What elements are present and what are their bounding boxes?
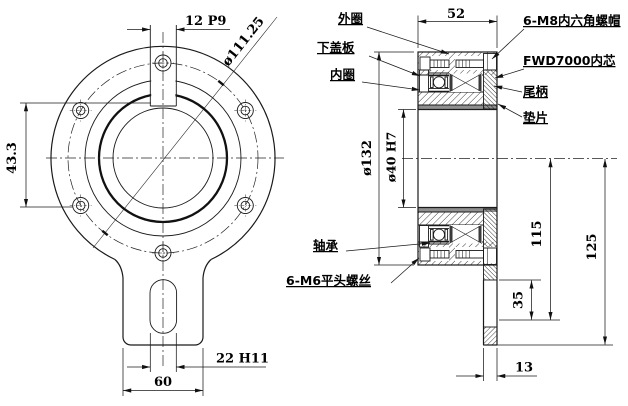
bolt-hole [234,99,257,122]
cover-plate-top-hatch [418,92,484,105]
core-top [448,73,483,93]
dim-bolt-circle-text: ø111.25 [220,14,268,69]
tail-shank-top-hatch [483,70,497,109]
ball-bearing-bottom [429,225,449,245]
dim-outer-dia-text: ø132 [360,140,375,176]
leader-flat-screw [390,257,420,284]
leader-tail [493,85,523,93]
label-inner-ring: 内圈 [330,67,355,82]
dim-tab-width-text: 60 [154,375,172,390]
label-hex-nut: 6-M8内六角螺帽 [523,13,621,28]
bolt-hole [69,99,92,122]
dim-height-115-text: 115 [530,220,545,247]
core-bottom [448,224,483,244]
leader-washer [497,103,523,118]
dim-step-35: 35 [499,279,541,320]
leader-hex-nut [491,28,525,60]
socket-bolt-top-right [455,53,497,71]
washer-top [418,105,497,110]
front-view: 12 P9 ø111.25 43.3 22 H11 [5,14,284,396]
dim-bore: ø40 H7 [384,109,416,208]
part-labels: 外圈 下盖板 内圈 6-M8内六角螺帽 FWD7000内芯 尾柄 垫片 轴承 6… [286,11,621,288]
dim-outer-dia: ø132 [360,51,414,266]
leader-lower-cover [368,55,421,77]
socket-bolt-bottom-left [419,247,450,262]
bolt-hole [69,194,92,217]
tail-shank-bottom-hatch [483,209,497,280]
dim-hole-offset-text: 43.3 [5,142,20,174]
dim-width: 52 [417,7,498,48]
mounting-tab [114,259,212,346]
label-tail: 尾柄 [523,84,549,99]
dim-height-115: 115 [499,159,560,321]
socket-bolt-bottom-right [455,247,497,265]
dim-slot-text: 22 H11 [216,352,269,367]
label-flat-screw: 6-M6平头螺丝 [286,273,372,288]
dim-height-125: 125 [497,159,613,346]
bolt-holes [69,52,257,264]
cover-plate-bottom-hatch [418,212,484,225]
bolt-hole [152,242,174,264]
dim-keyway: 12 P9 [127,14,230,32]
label-washer: 垫片 [523,110,548,125]
tail-tab [482,265,498,346]
side-plate-bottom [419,225,429,248]
keyway-slot [149,25,177,107]
washer-bottom [418,207,497,212]
dim-slot: 22 H11 [127,333,269,372]
dim-tab-width: 60 [122,348,204,396]
label-lower-cover: 下盖板 [317,40,355,55]
dim-width-text: 52 [447,7,465,22]
label-bearing: 轴承 [313,238,339,253]
section-view: 52 ø132 ø40 H7 115 1 [286,7,621,381]
dim-height-125-text: 125 [585,233,600,260]
ball-bearing-top [429,72,449,92]
dim-step-35-text: 35 [512,291,527,309]
dim-bore-text: ø40 H7 [384,132,399,183]
bolt-hole [152,52,174,74]
dim-keyway-text: 12 P9 [185,14,226,29]
dim-hole-offset: 43.3 [5,102,151,208]
side-plate-top [419,69,429,93]
leader-core [494,68,525,79]
leader-bearing [345,241,431,252]
leader-inner-ring [361,81,421,91]
dim-tab-thickness: 13 [456,348,537,381]
dim-tab-thickness-text: 13 [515,361,533,376]
label-core: FWD7000内芯 [523,53,616,68]
label-outer-ring: 外圈 [337,11,363,26]
tab-slot [149,279,178,334]
leader-outer-ring [366,26,450,55]
tab-foot-hatch [483,327,497,345]
bolt-hole [234,194,257,217]
